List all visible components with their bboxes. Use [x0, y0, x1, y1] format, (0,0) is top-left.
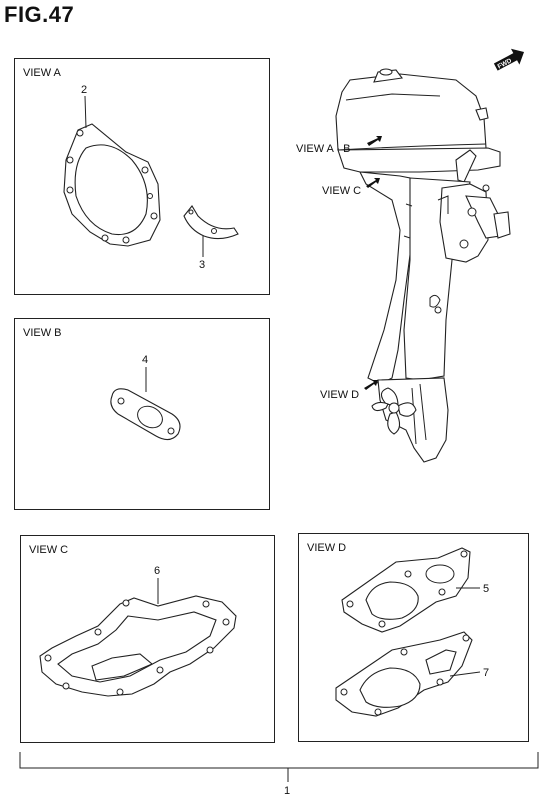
engine-callout-view-ab: VIEW A · B [296, 143, 350, 155]
callout-7: 7 [483, 667, 489, 679]
view-b-label: VIEW B [23, 327, 62, 339]
leader-2 [84, 95, 87, 129]
engine-callout-view-d: VIEW D [320, 389, 359, 401]
arrow-view-d [364, 380, 378, 390]
callout-1: 1 [284, 785, 290, 797]
callout-6: 6 [154, 565, 160, 577]
fwd-direction-badge: FWD [493, 48, 525, 71]
set-bracket [19, 752, 539, 769]
view-a-label: VIEW A [23, 67, 61, 79]
leader-7 [449, 671, 481, 677]
view-d-label: VIEW D [307, 542, 347, 554]
part-6-gasket[interactable] [39, 595, 237, 697]
outboard-engine [335, 68, 511, 463]
view-d-panel: VIEW D [298, 533, 529, 742]
part-3-gasket[interactable] [183, 205, 239, 240]
callout-4: 4 [142, 354, 148, 366]
view-b-panel: VIEW B [14, 318, 270, 510]
callout-2: 2 [81, 84, 87, 96]
callout-3: 3 [199, 259, 205, 271]
arrow-view-ab [367, 136, 382, 146]
part-5-gasket[interactable] [341, 547, 471, 633]
part-4-gasket[interactable] [110, 388, 181, 441]
part-2-gasket[interactable] [63, 123, 161, 247]
engine-callout-view-c: VIEW C [322, 185, 361, 197]
part-7-gasket[interactable] [335, 631, 473, 717]
view-c-label: VIEW C [29, 544, 69, 556]
propeller [371, 387, 417, 435]
callout-5: 5 [483, 583, 489, 595]
arrow-view-c [366, 178, 380, 188]
figure-title: FIG.47 [4, 2, 75, 27]
